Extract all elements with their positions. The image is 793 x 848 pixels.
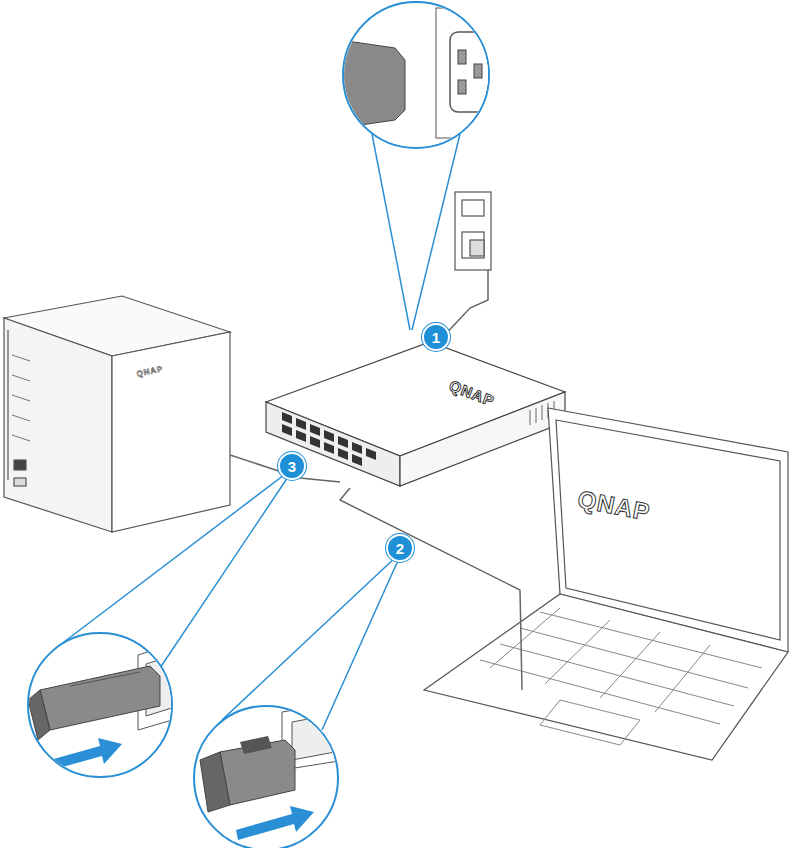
wall-outlet <box>455 192 491 270</box>
rj45-magnifier <box>194 702 345 848</box>
callout-number: 3 <box>288 459 296 474</box>
callout-circle: 1 <box>422 323 450 351</box>
callout-number: 2 <box>396 541 404 556</box>
callout-circle: 3 <box>278 452 306 480</box>
switch-device <box>266 342 565 486</box>
nas-device <box>4 296 230 532</box>
sfp-magnifier <box>28 633 186 777</box>
callout-circle: 2 <box>386 534 414 562</box>
cables <box>230 262 522 690</box>
power-magnifier <box>330 2 506 148</box>
laptop-device <box>424 408 788 760</box>
callout-number: 1 <box>432 330 440 345</box>
